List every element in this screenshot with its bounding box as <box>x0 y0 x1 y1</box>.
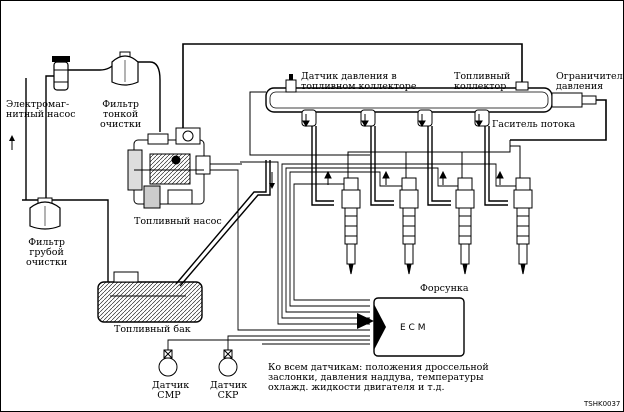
flow-arrows-down <box>302 114 483 127</box>
line-solenoid-to-fine-filter <box>68 61 117 71</box>
label-fuel-pump: Топливный насос <box>134 216 222 227</box>
label-solenoid-pump: Электромаг-нитный насос <box>6 99 76 120</box>
label-fuel-tank: Топливный бак <box>114 324 191 335</box>
ecm-sensor-wires <box>167 335 370 350</box>
suction-line <box>25 75 109 282</box>
return-arrows-up <box>324 170 504 185</box>
label-ecm: E C M <box>400 323 426 333</box>
limiter-return-line <box>510 99 607 141</box>
high-pressure-line-to-rail <box>182 43 523 135</box>
supply-pump-shape <box>127 127 211 209</box>
fuel-tank <box>97 271 203 323</box>
line-fine-filter-to-pump <box>138 61 161 132</box>
fine-filter-shape <box>111 51 139 86</box>
sensor-ckp-shape <box>218 349 238 377</box>
pump-control-wires <box>198 163 370 331</box>
suction-arrow-up <box>9 135 15 150</box>
label-flow-damper: Гаситель потока <box>492 119 576 130</box>
injector-wires <box>240 161 516 325</box>
label-injector: Форсунка <box>420 283 469 294</box>
injector-return-lines <box>347 140 521 178</box>
return-arrow-down <box>269 172 275 189</box>
figure-code: TSHK0037 <box>584 400 621 408</box>
fuel-rail <box>265 87 553 113</box>
injectors <box>341 177 533 275</box>
solenoid-pump-shape <box>52 56 70 91</box>
rail-pressure-sensor <box>285 74 297 93</box>
coarse-filter-shape <box>29 197 61 230</box>
rail-inlet-connector <box>515 81 529 91</box>
ecm-unit <box>357 297 465 357</box>
sensor-wire-rail <box>249 91 370 156</box>
sensor-cmp-shape <box>158 349 178 377</box>
pump-return-line-2 <box>175 160 267 285</box>
pressure-limiter <box>551 92 597 108</box>
pump-return-line <box>179 160 271 287</box>
